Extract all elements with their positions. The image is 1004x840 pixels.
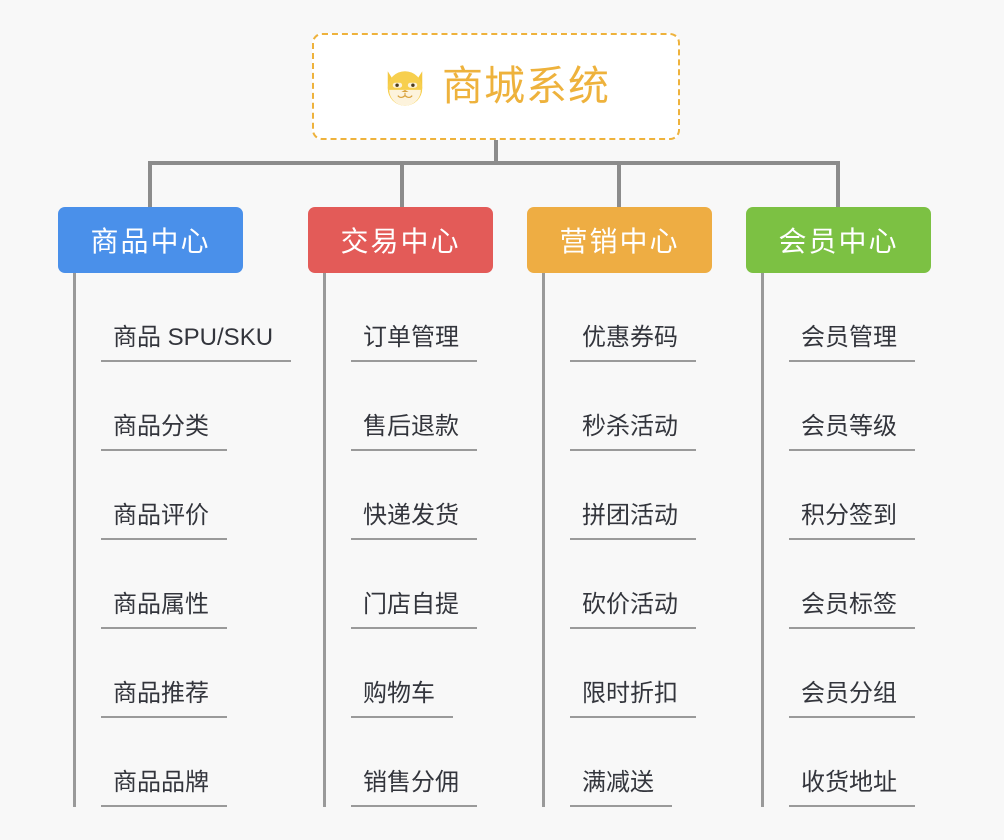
list-item[interactable]: 商品评价 [73,451,291,540]
branch-trunk-1 [73,273,76,807]
list-item[interactable]: 优惠券码 [542,273,696,362]
list-item[interactable]: 满减送 [542,718,696,807]
list-item[interactable]: 限时折扣 [542,629,696,718]
leaf-label: 会员分组 [789,680,915,718]
list-item[interactable]: 积分签到 [761,451,915,540]
connector-drop-3 [617,161,621,207]
list-item[interactable]: 销售分佣 [323,718,477,807]
branch-header-4[interactable]: 会员中心 [746,207,931,273]
leaf-list-2: 订单管理 售后退款 快递发货 门店自提 购物车 销售分佣 [323,273,477,807]
list-item[interactable]: 会员管理 [761,273,915,362]
branch-trunk-3 [542,273,545,807]
leaf-label: 商品属性 [101,591,227,629]
leaf-label: 收货地址 [789,769,915,807]
leaf-label: 商品品牌 [101,769,227,807]
leaf-label: 会员等级 [789,413,915,451]
branch-trunk-4 [761,273,764,807]
branch-member-center: 会员中心 会员管理 会员等级 积分签到 会员标签 会员分组 收货地址 [746,207,931,807]
branch-product-center: 商品中心 商品 SPU/SKU 商品分类 商品评价 商品属性 商品推荐 商品品牌 [58,207,292,807]
branch-title-2: 交易中心 [340,226,461,257]
leaf-label: 订单管理 [351,324,477,362]
connector-drop-4 [836,161,840,207]
list-item[interactable]: 商品属性 [73,540,291,629]
leaf-label: 售后退款 [351,413,477,451]
list-item[interactable]: 快递发货 [323,451,477,540]
branch-trunk-2 [323,273,326,807]
list-item[interactable]: 商品分类 [73,362,291,451]
list-item[interactable]: 门店自提 [323,540,477,629]
leaf-label: 积分签到 [789,502,915,540]
branch-title-3: 营销中心 [559,226,680,257]
connector-drop-2 [400,161,404,207]
leaf-label: 秒杀活动 [570,413,696,451]
branch-header-1[interactable]: 商品中心 [58,207,243,273]
list-item[interactable]: 购物车 [323,629,477,718]
connector-drop-1 [148,161,152,207]
leaf-label: 会员管理 [789,324,915,362]
leaf-label: 砍价活动 [570,591,696,629]
connector-horizontal-bus [150,161,840,165]
branch-title-1: 商品中心 [90,226,211,257]
branch-header-2[interactable]: 交易中心 [308,207,493,273]
branch-marketing-center: 营销中心 优惠券码 秒杀活动 拼团活动 砍价活动 限时折扣 满减送 [527,207,712,807]
list-item[interactable]: 拼团活动 [542,451,696,540]
list-item[interactable]: 收货地址 [761,718,915,807]
list-item[interactable]: 商品 SPU/SKU [73,273,292,362]
leaf-list-1: 商品 SPU/SKU 商品分类 商品评价 商品属性 商品推荐 商品品牌 [73,273,292,807]
list-item[interactable]: 砍价活动 [542,540,696,629]
branch-header-3[interactable]: 营销中心 [527,207,712,273]
root-node[interactable]: 商城系统 [312,33,680,140]
leaf-list-3: 优惠券码 秒杀活动 拼团活动 砍价活动 限时折扣 满减送 [542,273,696,807]
connector-root-stem [494,140,498,163]
list-item[interactable]: 秒杀活动 [542,362,696,451]
leaf-label: 满减送 [570,769,672,807]
leaf-label: 商品分类 [101,413,227,451]
list-item[interactable]: 商品推荐 [73,629,291,718]
branch-trade-center: 交易中心 订单管理 售后退款 快递发货 门店自提 购物车 销售分佣 [308,207,493,807]
list-item[interactable]: 会员等级 [761,362,915,451]
leaf-label: 门店自提 [351,591,477,629]
list-item[interactable]: 会员分组 [761,629,915,718]
list-item[interactable]: 订单管理 [323,273,477,362]
list-item[interactable]: 售后退款 [323,362,477,451]
leaf-label: 销售分佣 [351,769,477,807]
leaf-label: 会员标签 [789,591,915,629]
leaf-label: 商品推荐 [101,680,227,718]
list-item[interactable]: 商品品牌 [73,718,291,807]
dog-face-icon [382,64,428,110]
leaf-label: 商品 SPU/SKU [101,324,292,362]
leaf-label: 限时折扣 [570,680,696,718]
leaf-label: 优惠券码 [570,324,696,362]
list-item[interactable]: 会员标签 [761,540,915,629]
branch-title-4: 会员中心 [778,226,899,257]
root-title: 商城系统 [442,63,610,109]
leaf-label: 拼团活动 [570,502,696,540]
leaf-label: 商品评价 [101,502,227,540]
leaf-label: 快递发货 [351,502,477,540]
leaf-label: 购物车 [351,680,453,718]
leaf-list-4: 会员管理 会员等级 积分签到 会员标签 会员分组 收货地址 [761,273,915,807]
